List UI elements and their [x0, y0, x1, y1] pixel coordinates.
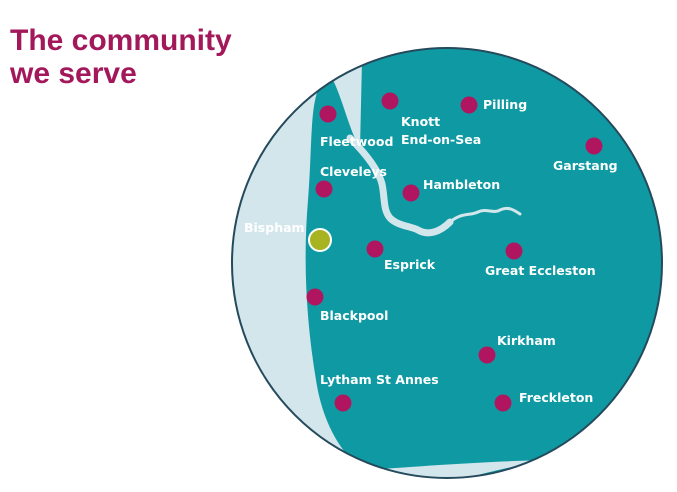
town-great-eccleston: Great Eccleston	[485, 242, 596, 278]
town-label-line: Lytham St Annes	[320, 372, 439, 387]
town-blackpool: Blackpool	[306, 288, 388, 323]
town-label-line: Esprick	[384, 257, 436, 272]
highlighted-location-marker	[308, 228, 332, 252]
town-label-line: Bispham	[244, 220, 305, 235]
location-marker	[319, 105, 337, 123]
location-marker	[334, 394, 352, 412]
town-label: Pilling	[483, 97, 527, 112]
town-label-line: Pilling	[483, 97, 527, 112]
river-tributary	[448, 206, 522, 224]
town-label: Cleveleys	[320, 164, 387, 179]
location-marker	[478, 346, 496, 364]
location-marker	[315, 180, 333, 198]
town-label: Garstang	[553, 158, 618, 173]
map-circle-border	[231, 47, 663, 479]
town-label: Hambleton	[423, 177, 500, 192]
town-label-line: Cleveleys	[320, 164, 387, 179]
page-title: The community we serve	[10, 24, 232, 90]
location-marker	[460, 96, 478, 114]
town-garstang: Garstang	[553, 137, 618, 173]
town-esprick: Esprick	[366, 240, 436, 272]
town-label: Esprick	[384, 257, 436, 272]
town-freckleton: Freckleton	[494, 390, 593, 412]
location-marker	[505, 242, 523, 260]
town-bispham: Bispham	[244, 220, 332, 252]
town-label-line: Kirkham	[497, 333, 556, 348]
river-wyre	[346, 134, 454, 237]
town-label-line: Hambleton	[423, 177, 500, 192]
location-marker	[366, 240, 384, 258]
town-lytham-st-annes: Lytham St Annes	[320, 372, 439, 412]
town-label: Freckleton	[519, 390, 593, 405]
town-label: Blackpool	[320, 308, 388, 323]
location-marker	[381, 92, 399, 110]
town-label-line: Knott	[401, 114, 440, 129]
page-title-line-2: we serve	[10, 57, 137, 90]
town-label-line: End-on-Sea	[401, 132, 481, 147]
town-label: Fleetwood	[320, 134, 393, 149]
town-hambleton: Hambleton	[402, 177, 500, 202]
town-label-line: Garstang	[553, 158, 618, 173]
town-label: Lytham St Annes	[320, 372, 439, 387]
town-fleetwood: Fleetwood	[319, 105, 393, 149]
location-marker	[494, 394, 512, 412]
page-title-line-1: The community	[10, 24, 232, 57]
town-kirkham: Kirkham	[478, 333, 556, 364]
location-marker	[306, 288, 324, 306]
location-marker	[585, 137, 603, 155]
town-pilling: Pilling	[460, 96, 527, 114]
town-label: Kirkham	[497, 333, 556, 348]
town-label-line: Fleetwood	[320, 134, 393, 149]
town-label: Great Eccleston	[485, 263, 596, 278]
map-area	[232, 48, 662, 478]
town-cleveleys: Cleveleys	[315, 164, 387, 198]
location-marker	[402, 184, 420, 202]
town-label-line: Freckleton	[519, 390, 593, 405]
town-label: Bispham	[244, 220, 305, 235]
town-label-line: Great Eccleston	[485, 263, 596, 278]
town-label-line: Blackpool	[320, 308, 388, 323]
